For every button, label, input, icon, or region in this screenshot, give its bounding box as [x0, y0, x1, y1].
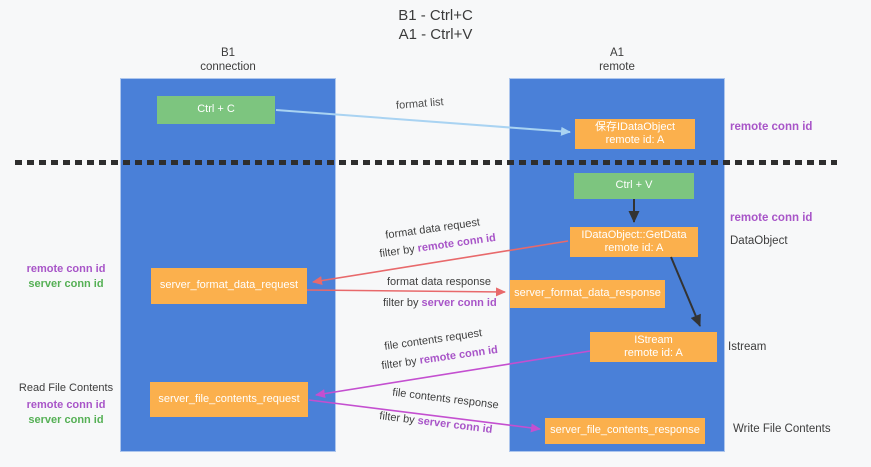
node-getdata-line2: remote id: A [604, 242, 664, 254]
annotation-remote-conn-id-top: remote conn id [730, 121, 813, 133]
node-server-format-data-request: server_format_data_request [151, 268, 307, 304]
lane-b1-role: connection [200, 61, 256, 73]
annotation-conn-ids-file: remote conn id server conn id [12, 398, 120, 428]
server-conn-id-text: server conn id [421, 297, 497, 309]
filter-by-text: filter by [383, 297, 422, 309]
lane-a1-role: remote [599, 61, 635, 73]
node-istream-line1: IStream [634, 333, 673, 346]
lane-b1-name: B1 [220, 47, 236, 59]
annotation-server-conn-id-left-1: server conn id [28, 278, 104, 290]
node-getdata-line1: IDataObject::GetData [581, 228, 687, 241]
annotation-conn-ids-format: remote conn id server conn id [12, 262, 120, 292]
label-format-data-response: format data response [387, 276, 491, 288]
annotation-write-file-contents: Write File Contents [733, 423, 831, 435]
diagram-title: B1 - Ctrl+C A1 - Ctrl+V [0, 6, 871, 44]
node-server-file-contents-response: server_file_contents_response [545, 418, 705, 444]
node-ctrl-v: Ctrl + V [574, 173, 694, 199]
node-idataobject-getdata: IDataObject::GetData remote id: A [570, 227, 698, 257]
label-format-list: format list [395, 96, 445, 112]
lane-header-a1: A1 remote [509, 46, 725, 74]
annotation-server-conn-id-left-2: server conn id [28, 414, 104, 426]
node-ctrl-c-label: Ctrl + C [197, 103, 235, 116]
node-istream: IStream remote id: A [590, 332, 717, 362]
clipboard-boundary-dashed-line [15, 160, 837, 165]
filter-by-text: filter by [378, 242, 419, 261]
node-server-format-data-response: server_format_data_response [510, 280, 665, 308]
node-save-idataobject-line1: 保存IDataObject [594, 120, 676, 133]
filter-by-text: filter by [380, 354, 421, 373]
lane-header-b1: B1 connection [120, 46, 336, 74]
node-save-idataobject-line2: remote id: A [605, 134, 665, 146]
label-filter-server-conn-id-format: filter by server conn id [383, 297, 497, 309]
node-file-response-label: server_file_contents_response [550, 424, 700, 437]
annotation-dataobject: DataObject [730, 235, 788, 247]
label-file-contents-response: file contents response [391, 386, 500, 412]
node-format-response-label: server_format_data_response [514, 287, 661, 300]
node-save-idataobject: 保存IDataObject remote id: A [575, 119, 695, 149]
node-file-request-label: server_file_contents_request [158, 392, 300, 405]
lane-a1-name: A1 [609, 47, 625, 59]
remote-conn-id-text: remote conn id [418, 343, 499, 367]
title-line-1: B1 - Ctrl+C [398, 7, 473, 24]
annotation-remote-conn-id-left-2: remote conn id [26, 399, 106, 411]
node-ctrl-c: Ctrl + C [157, 96, 275, 124]
server-conn-id-text: server conn id [416, 414, 494, 436]
node-format-request-label: server_format_data_request [159, 279, 299, 292]
label-filter-server-conn-id-file: filter by server conn id [379, 410, 493, 436]
annotation-remote-conn-id-mid: remote conn id [730, 212, 813, 224]
title-line-2: A1 - Ctrl+V [398, 26, 473, 43]
annotation-istream: Istream [728, 341, 767, 353]
filter-by-text: filter by [378, 410, 419, 427]
node-ctrl-v-label: Ctrl + V [615, 179, 653, 192]
annotation-read-file-contents: Read File Contents [18, 382, 114, 394]
node-server-file-contents-request: server_file_contents_request [150, 382, 308, 417]
annotation-remote-conn-id-left-1: remote conn id [26, 263, 106, 275]
node-istream-line2: remote id: A [624, 347, 683, 359]
arrow-format-data-response [306, 287, 506, 297]
